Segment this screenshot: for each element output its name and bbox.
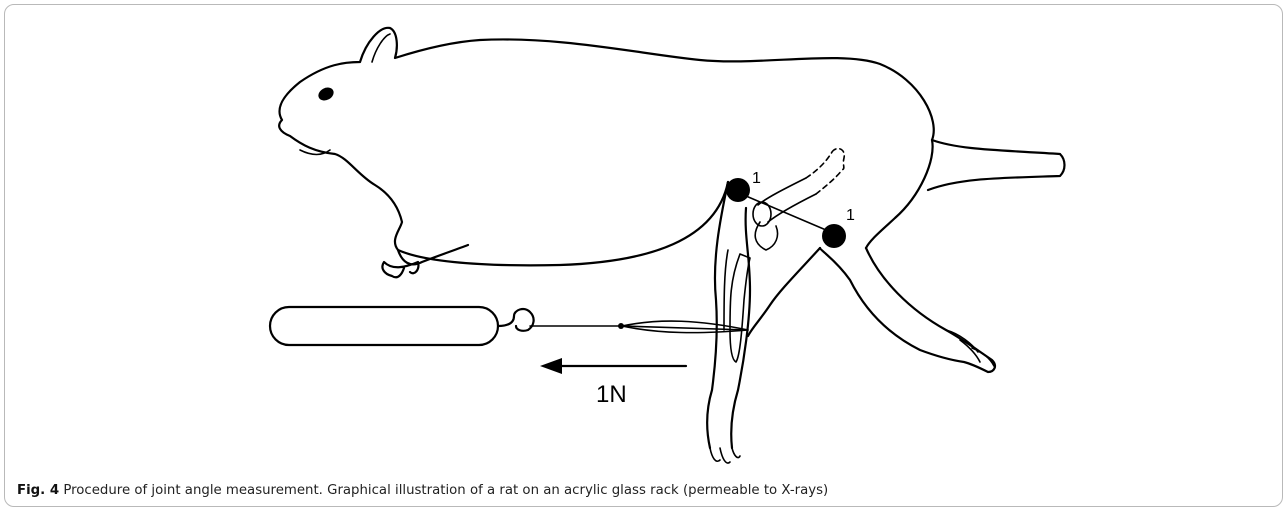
rat-belly [820, 248, 995, 372]
force-gauge [270, 307, 498, 345]
marker-label-hip: 1 [752, 170, 761, 187]
femur-hidden-part [806, 149, 844, 194]
rat-front-leg [382, 245, 468, 277]
marker-knee [822, 224, 846, 248]
marker-label-knee: 1 [846, 207, 855, 224]
rat-hind-foot [710, 448, 740, 463]
string-knot [618, 323, 624, 329]
fibula-bone [724, 250, 728, 330]
rat-ear-inner [372, 34, 390, 62]
rat-hind-upper [748, 248, 820, 336]
rat-illustration: 1 1 1N [0, 0, 1287, 480]
figure-illustration: 1 1 1N [0, 0, 1287, 480]
tibia-bone [730, 254, 750, 362]
figure-caption: Fig. 4 Procedure of joint angle measurem… [17, 482, 1267, 500]
figure-caption-label: Fig. 4 [17, 483, 59, 498]
rat-eye [316, 85, 336, 103]
force-arrow-head [540, 358, 562, 374]
figure-caption-text: Procedure of joint angle measurement. Gr… [63, 483, 828, 498]
knee-joint [755, 222, 777, 250]
rat-tail [928, 140, 1065, 190]
femur-bone [758, 178, 816, 222]
force-gauge-hook [498, 309, 534, 331]
marker-hip [726, 178, 750, 202]
force-label: 1N [596, 381, 627, 408]
